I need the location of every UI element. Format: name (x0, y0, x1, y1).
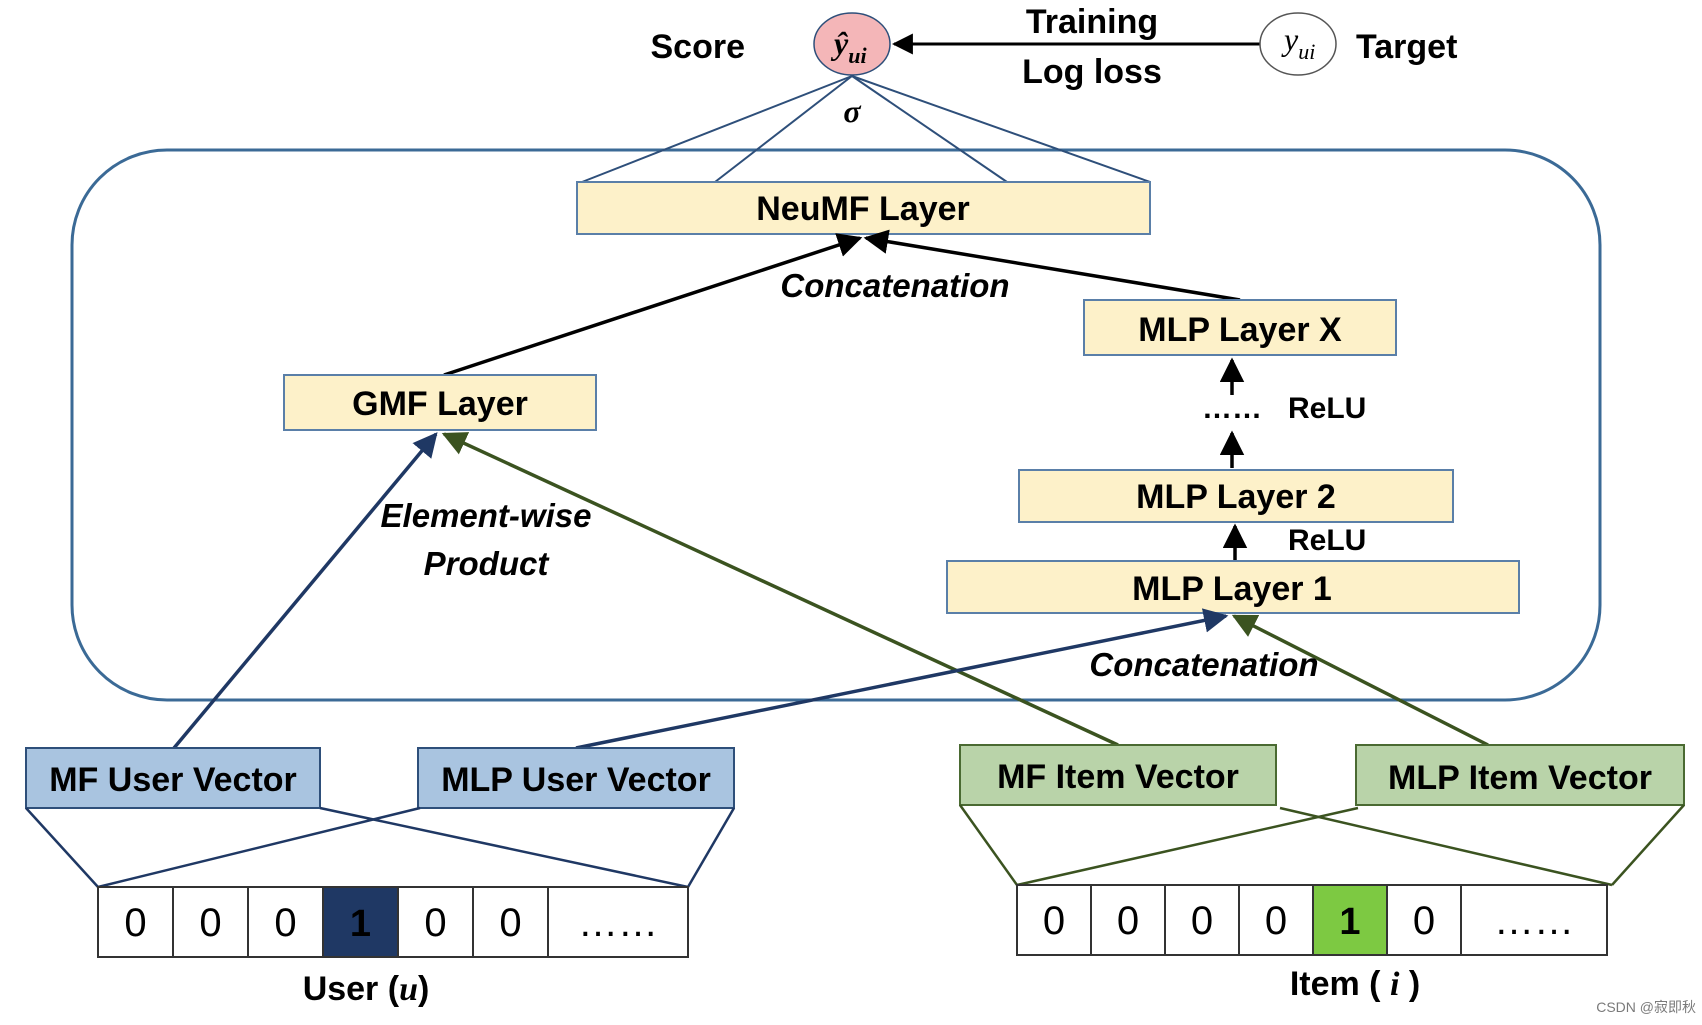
gmf-layer-label: GMF Layer (352, 385, 528, 423)
product-label: Product (424, 545, 551, 582)
mlp-item-vector-label: MLP Item Vector (1388, 759, 1652, 797)
neumf-layer-label: NeuMF Layer (756, 190, 970, 228)
user-onehot-cell-value: 0 (199, 901, 221, 945)
item-onehot-row: 0 0 0 0 1 0 …… (1016, 884, 1608, 956)
model-frame (70, 148, 1602, 702)
mf-user-vector-label: MF User Vector (49, 761, 297, 799)
user-onehot-cell (472, 886, 549, 958)
relu-lower-label: ReLU (1288, 524, 1366, 557)
gmf-layer-box (283, 374, 597, 431)
mlp-layer-2-box (1018, 469, 1454, 523)
score-node (813, 12, 891, 76)
logloss-label: Log loss (1022, 53, 1162, 91)
item-onehot-cell (1164, 884, 1240, 956)
mlp-layer-1-box (946, 560, 1520, 614)
user-onehot-cell (97, 886, 174, 958)
item-embedding-lines (958, 804, 1685, 887)
item-label-var: i (1390, 966, 1400, 1003)
item-input-label: Item ( i ) (1290, 965, 1420, 1003)
user-onehot-cell (547, 886, 689, 958)
neumf-fan-line (714, 75, 853, 183)
relu-upper-label: ReLU (1288, 392, 1366, 425)
user-onehot-cell-value: 0 (499, 901, 521, 945)
item-onehot-cell-value: 0 (1043, 899, 1065, 943)
user-onehot-cell-value: …… (578, 901, 658, 945)
mlpx-to-neumf-arrow (863, 229, 1241, 302)
neumf-layer-box (576, 181, 1151, 235)
target-label: Target (1356, 28, 1457, 66)
item-onehot-cell (1090, 884, 1166, 956)
mf-item-to-gmf-arrow (441, 432, 1119, 747)
neumf-fan-line (851, 75, 1008, 183)
gmf-to-neumf-arrow (443, 233, 863, 377)
user-input-label: User (u) (303, 970, 430, 1008)
target-symbol-base: y (1281, 21, 1299, 57)
item-onehot-cell (1386, 884, 1462, 956)
mlp-item-vector-box (1355, 744, 1685, 806)
mf-item-vector-box (959, 744, 1277, 806)
training-label: Training (1026, 3, 1158, 41)
user-label-suffix: ) (418, 970, 429, 1008)
sigma-label: σ (843, 93, 861, 129)
user-onehot-row: 0 0 0 1 0 0 …… (97, 886, 689, 958)
user-onehot-cell-value: 1 (350, 903, 371, 945)
target-node (1259, 12, 1337, 76)
mf-item-vector-label: MF Item Vector (997, 758, 1239, 796)
item-label-suffix: ) (1399, 965, 1420, 1003)
mf-user-vector-box (25, 747, 321, 809)
target-symbol-sub: ui (1298, 39, 1315, 64)
user-onehot-cell (322, 886, 399, 958)
mlp-layer-1-label: MLP Layer 1 (1132, 570, 1332, 608)
mf-user-to-gmf-arrow (172, 432, 438, 750)
element-wise-label: Element-wise (381, 497, 592, 534)
mlp-item-to-mlp1-arrow (1231, 614, 1489, 747)
concatenation-bottom-label: Concatenation (1089, 646, 1318, 683)
mlp-layer-x-label: MLP Layer X (1138, 311, 1342, 349)
user-onehot-cell-value: 0 (274, 901, 296, 945)
mlp-user-vector-label: MLP User Vector (441, 761, 711, 799)
item-label-prefix: Item ( (1290, 965, 1390, 1003)
score-symbol-base: ŷ (830, 25, 849, 61)
user-embedding-lines (25, 806, 736, 889)
score-symbol: ŷui (830, 25, 867, 68)
neumf-fan-line (581, 75, 853, 183)
user-onehot-cell (172, 886, 249, 958)
mlp-dots: …… (1202, 392, 1262, 425)
mlp-layer-x-box (1083, 299, 1397, 356)
score-label: Score (651, 28, 746, 66)
mlp-user-vector-box (417, 747, 735, 809)
user-onehot-cell (397, 886, 474, 958)
neumf-fan-line (851, 75, 1151, 183)
user-onehot-cell-value: 0 (424, 901, 446, 945)
mlp-user-to-mlp1-arrow (575, 608, 1229, 750)
user-label-var: u (399, 971, 418, 1008)
item-onehot-cell (1016, 884, 1092, 956)
item-onehot-cell-value: 0 (1117, 899, 1139, 943)
user-onehot-cell (247, 886, 324, 958)
score-symbol-sub: ui (848, 43, 867, 68)
watermark: CSDN @寂即秋 (1596, 999, 1696, 1015)
item-onehot-cell (1460, 884, 1608, 956)
item-onehot-cell (1312, 884, 1388, 956)
item-onehot-cell-value: 1 (1339, 901, 1360, 943)
concatenation-top-label: Concatenation (780, 267, 1009, 304)
target-symbol: yui (1281, 21, 1315, 64)
item-onehot-cell-value: 0 (1265, 899, 1287, 943)
mlp-layer-2-label: MLP Layer 2 (1136, 478, 1336, 516)
item-onehot-cell (1238, 884, 1314, 956)
item-onehot-cell-value: …… (1494, 899, 1574, 943)
user-onehot-cell-value: 0 (124, 901, 146, 945)
item-onehot-cell-value: 0 (1413, 899, 1435, 943)
user-label-prefix: User ( (303, 970, 400, 1008)
item-onehot-cell-value: 0 (1191, 899, 1213, 943)
